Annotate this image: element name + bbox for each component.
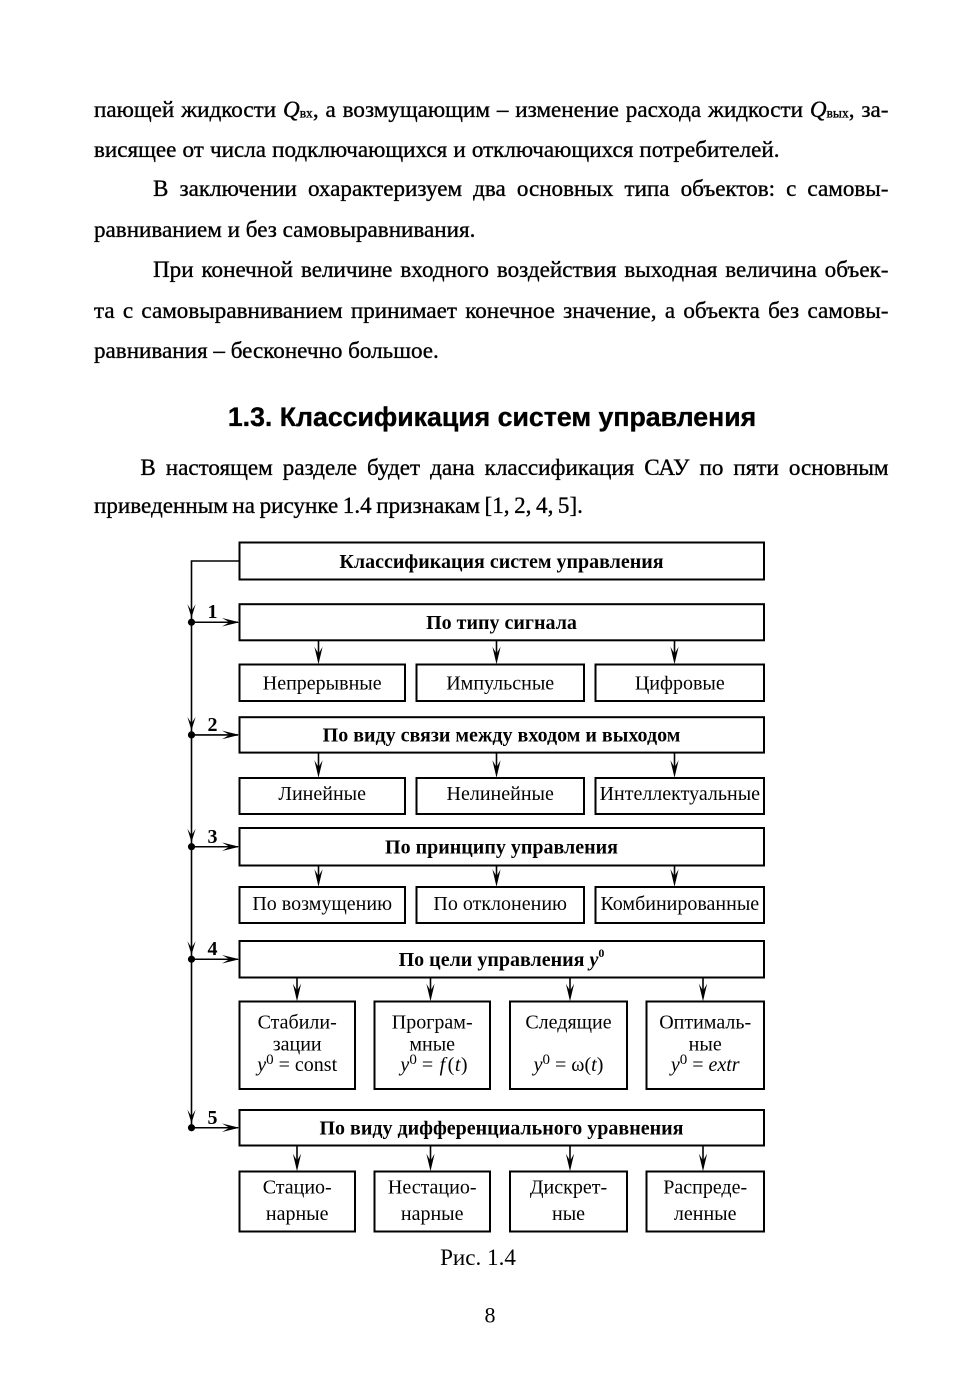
svg-text:Рис. 1.4: Рис. 1.4 (440, 1244, 516, 1270)
svg-text:Непрерывные: Непрерывные (263, 672, 382, 694)
svg-text:Комбинированные: Комбинированные (600, 893, 759, 915)
svg-text:2: 2 (208, 714, 218, 736)
svg-text:Стацио-: Стацио- (263, 1177, 332, 1199)
svg-text:По виду связи между входом и в: По виду связи между входом и выходом (323, 725, 681, 747)
svg-text:ленные: ленные (674, 1203, 737, 1225)
svg-text:нарные: нарные (401, 1203, 464, 1225)
svg-text:Дискрет-: Дискрет- (530, 1177, 607, 1199)
svg-text:4: 4 (208, 938, 218, 960)
svg-text:Цифровые: Цифровые (635, 672, 725, 694)
svg-text:По виду дифференциального урав: По виду дифференциального уравнения (319, 1117, 683, 1139)
svg-text:Распреде-: Распреде- (663, 1177, 747, 1199)
svg-text:Следящие: Следящие (525, 1011, 611, 1033)
svg-text:По цели управления y0: По цели управления y0 (399, 946, 605, 971)
svg-text:Нестацио-: Нестацио- (388, 1177, 477, 1199)
svg-text:нарные: нарные (266, 1203, 329, 1225)
svg-text:8: 8 (485, 1303, 496, 1328)
svg-text:По отклонению: По отклонению (433, 893, 567, 915)
svg-text:y0 = extr: y0 = extr (669, 1052, 740, 1076)
svg-text:3: 3 (208, 826, 218, 848)
svg-text:Линейные: Линейные (278, 783, 366, 805)
svg-text:1: 1 (208, 601, 218, 623)
svg-text:мные: мные (409, 1034, 455, 1056)
svg-text:Нелинейные: Нелинейные (447, 783, 554, 805)
svg-text:Стабили-: Стабили- (258, 1011, 337, 1033)
svg-text:y0 = const: y0 = const (255, 1052, 337, 1076)
svg-text:По типу сигнала: По типу сигнала (426, 612, 577, 634)
svg-text:Классификация систем управлени: Классификация систем управления (339, 551, 663, 573)
svg-text:По принципу управления: По принципу управления (385, 836, 618, 858)
svg-text:По возмущению: По возмущению (252, 893, 392, 915)
svg-text:зации: зации (273, 1034, 322, 1056)
svg-text:y0 = f(t): y0 = f(t) (398, 1052, 467, 1076)
svg-text:5: 5 (208, 1107, 218, 1129)
svg-text:Оптималь-: Оптималь- (659, 1011, 751, 1033)
svg-text:Програм-: Програм- (392, 1011, 473, 1033)
svg-text:ные: ные (689, 1034, 722, 1056)
svg-text:ные: ные (552, 1203, 585, 1225)
svg-text:y0 = ω(t): y0 = ω(t) (532, 1052, 604, 1076)
svg-text:Интеллектуальные: Интеллектуальные (600, 783, 761, 805)
svg-text:Импульсные: Импульсные (446, 672, 554, 694)
